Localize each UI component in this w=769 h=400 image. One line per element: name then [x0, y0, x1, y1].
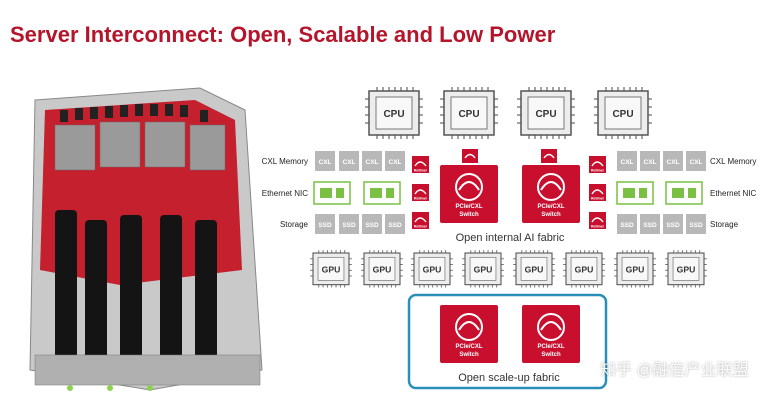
retimers: Retimer Retimer Retimer Retimer Retimer … [412, 156, 606, 229]
gpu-label: GPU [322, 264, 341, 274]
gpu-label: GPU [575, 264, 594, 274]
gpu-chip: GPU [410, 249, 454, 288]
switch-internal-right: PCIe/CXL Switch [522, 165, 580, 223]
gpu-label: GPU [525, 264, 544, 274]
switch-internal-left: PCIe/CXL Switch [440, 165, 498, 223]
cxl-tile-label: CXL [644, 159, 657, 166]
switch-label-line1: PCIe/CXL [537, 204, 564, 210]
switch-label-line1: PCIe/CXL [455, 344, 482, 350]
switch-scaleup-right: PCIe/CXL Switch [522, 305, 580, 363]
switch-label-line1: PCIe/CXL [455, 204, 482, 210]
cpu-chip: CPU [364, 86, 424, 140]
cxl-tile-label: CXL [319, 159, 332, 166]
cxl-tile-label: CXL [667, 159, 680, 166]
internal-fabric-label: Open internal AI fabric [456, 232, 565, 244]
retimer-small [462, 149, 557, 163]
retimer-label: Retimer [414, 225, 428, 229]
gpu-label: GPU [677, 264, 696, 274]
right-ssd-row: SSD SSD SSD SSD [617, 214, 706, 234]
ssd-tile-label: SSD [342, 222, 356, 229]
switch-label-line1: PCIe/CXL [537, 344, 564, 350]
gpu-label: GPU [474, 264, 493, 274]
ethernet-nic-label-right: Ethernet NIC [710, 189, 756, 198]
switch-label-line2: Switch [459, 212, 479, 218]
cpu-label: CPU [458, 109, 479, 120]
gpu-chip: GPU [309, 249, 353, 288]
gpu-label: GPU [423, 264, 442, 274]
retimer-label: Retimer [591, 197, 605, 201]
cpu-label: CPU [535, 109, 556, 120]
gpu-label: GPU [373, 264, 392, 274]
right-nic-row [616, 181, 703, 205]
ssd-tile-label: SSD [388, 222, 402, 229]
retimer-label: Retimer [591, 225, 605, 229]
left-cxl-row: CXL CXL CXL CXL [315, 151, 405, 171]
cxl-tile-label: CXL [389, 159, 402, 166]
switch-scaleup-left: PCIe/CXL Switch [440, 305, 498, 363]
ssd-tile-label: SSD [666, 222, 680, 229]
switch-label-line2: Switch [541, 212, 561, 218]
retimer-label: Retimer [591, 169, 605, 173]
gpu-chip: GPU [613, 249, 657, 288]
cpu-chip: CPU [593, 86, 653, 140]
retimer-label: Retimer [414, 197, 428, 201]
left-nic-row [313, 181, 401, 205]
gpu-chip: GPU [512, 249, 556, 288]
cpu-label: CPU [612, 109, 633, 120]
cxl-memory-label-right: CXL Memory [710, 157, 756, 166]
gpu-chip: GPU [562, 249, 606, 288]
right-cxl-row: CXL CXL CXL CXL [617, 151, 706, 171]
cpu-chip: CPU [439, 86, 499, 140]
ssd-tile-label: SSD [643, 222, 657, 229]
retimer-label: Retimer [414, 169, 428, 173]
cxl-tile-label: CXL [366, 159, 379, 166]
cxl-tile-label: CXL [621, 159, 634, 166]
cpu-row: CPU CPU CPU CPU [364, 86, 653, 140]
scaleup-fabric-box [407, 293, 608, 390]
switch-label-line2: Switch [459, 352, 479, 358]
gpu-row: GPU GPU GPU GPU GPU GPU GPU GPU [309, 249, 708, 288]
gpu-chip: GPU [360, 249, 404, 288]
server-board-photo [29, 87, 263, 391]
cxl-tile-label: CXL [690, 159, 703, 166]
ssd-tile-label: SSD [318, 222, 332, 229]
watermark: 知乎 @融信产业联盟 [600, 362, 749, 379]
gpu-label: GPU [626, 264, 645, 274]
cpu-label: CPU [383, 109, 404, 120]
cpu-chip: CPU [516, 86, 576, 140]
scaleup-fabric-label: Open scale-up fabric [458, 372, 560, 384]
ssd-tile-label: SSD [689, 222, 703, 229]
switch-label-line2: Switch [541, 352, 561, 358]
gpu-chip: GPU [461, 249, 505, 288]
gpu-chip: GPU [664, 249, 708, 288]
storage-label-right: Storage [710, 220, 739, 229]
slide-title: Server Interconnect: Open, Scalable and … [10, 22, 556, 47]
ssd-tile-label: SSD [365, 222, 379, 229]
ssd-tile-label: SSD [620, 222, 634, 229]
cxl-tile-label: CXL [343, 159, 356, 166]
left-ssd-row: SSD SSD SSD SSD [315, 214, 405, 234]
